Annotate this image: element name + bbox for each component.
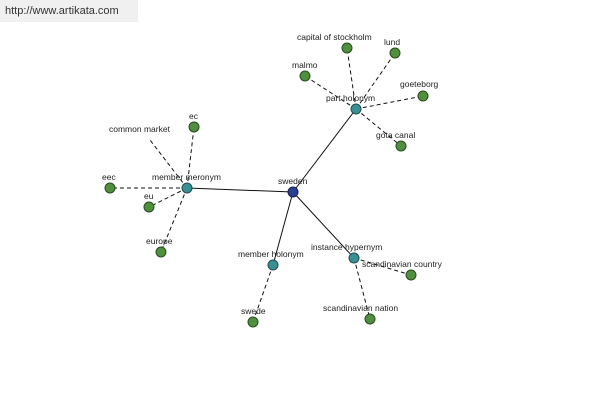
- label-malmo[interactable]: malmo: [292, 60, 318, 70]
- edge-member-holonym-swede: [252, 264, 274, 323]
- edge-part-holonym-malmo: [304, 75, 357, 110]
- label-sweden[interactable]: sweden: [278, 176, 308, 186]
- edge-member-meronym-ec: [186, 126, 195, 189]
- label-eu[interactable]: eu: [144, 191, 154, 201]
- node-europe[interactable]: [155, 246, 167, 258]
- node-eu[interactable]: [143, 201, 155, 213]
- node-sweden[interactable]: [287, 186, 299, 198]
- node-goeteborg[interactable]: [417, 90, 429, 102]
- node-scandinavian-country[interactable]: [405, 269, 417, 281]
- edge-member-meronym-europe: [160, 187, 188, 253]
- label-goeteborg[interactable]: goeteborg: [400, 79, 439, 89]
- url-banner: http://www.artikata.com: [0, 0, 138, 22]
- node-capital-of-stockholm[interactable]: [341, 42, 353, 54]
- label-common-market[interactable]: common market: [109, 124, 171, 134]
- label-scandinavian-country[interactable]: scandinavian country: [362, 259, 443, 269]
- label-part-holonym[interactable]: part holonym: [326, 93, 375, 103]
- node-lund[interactable]: [389, 47, 401, 59]
- edge-sweden-member-holonym: [272, 191, 294, 266]
- node-instance-hypernym[interactable]: [348, 252, 360, 264]
- edge-instance-hypernym-scandinavian-nation: [353, 257, 371, 320]
- edge-part-holonym-gota-canal: [355, 108, 402, 147]
- node-malmo[interactable]: [299, 70, 311, 82]
- label-eec[interactable]: eec: [102, 172, 116, 182]
- label-europe[interactable]: europe: [146, 236, 173, 246]
- label-ec[interactable]: ec: [189, 111, 199, 121]
- edge-instance-hypernym-scandinavian-country: [353, 257, 412, 276]
- node-scandinavian-nation[interactable]: [364, 313, 376, 325]
- label-swede[interactable]: swede: [241, 306, 266, 316]
- node-eec[interactable]: [104, 182, 116, 194]
- node-part-holonym[interactable]: [350, 103, 362, 115]
- edge-sweden-member-meronym: [186, 187, 294, 193]
- node-swede[interactable]: [247, 316, 259, 328]
- edge-part-holonym-lund: [355, 52, 396, 110]
- edge-member-meronym-common-market: [149, 139, 188, 189]
- label-scandinavian-nation[interactable]: scandinavian nation: [323, 303, 398, 313]
- edge-member-meronym-eu: [148, 187, 188, 208]
- node-ec[interactable]: [188, 121, 200, 133]
- edge-part-holonym-capital: [346, 47, 357, 110]
- label-capital-of-stockholm[interactable]: capital of stockholm: [297, 32, 372, 42]
- edge-part-holonym-goeteborg: [355, 95, 424, 110]
- label-lund[interactable]: lund: [384, 37, 400, 47]
- label-gota-canal[interactable]: gota canal: [376, 130, 415, 140]
- label-member-holonym[interactable]: member holonym: [238, 249, 304, 259]
- edge-sweden-instance-hypernym: [292, 191, 355, 259]
- node-member-meronym[interactable]: [181, 182, 193, 194]
- label-instance-hypernym[interactable]: instance hypernym: [311, 242, 382, 252]
- node-member-holonym[interactable]: [267, 259, 279, 271]
- node-gota-canal[interactable]: [395, 140, 407, 152]
- edge-sweden-part-holonym: [292, 108, 357, 193]
- url-text[interactable]: http://www.artikata.com: [5, 5, 119, 17]
- label-member-meronym[interactable]: member meronym: [152, 172, 221, 182]
